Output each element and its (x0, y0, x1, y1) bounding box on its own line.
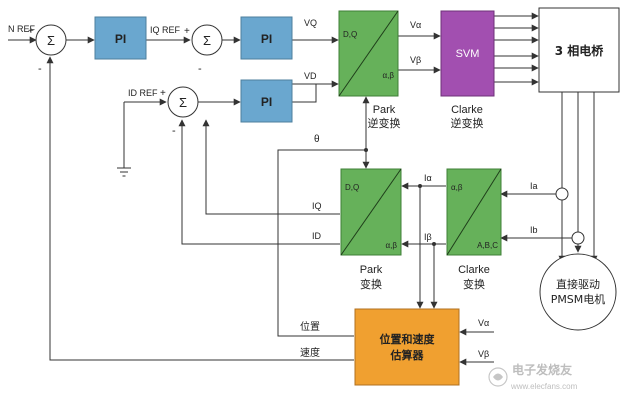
wire-speed-feedback (46, 56, 354, 361)
estimator-line-1: 位置和速度 (380, 332, 436, 346)
junction-ibeta (432, 242, 436, 246)
label-speed: 速度 (300, 346, 320, 359)
junction-theta (364, 148, 368, 152)
sum-junction-id: Σ (167, 86, 199, 118)
label-v-alpha: Vα (410, 20, 421, 30)
label-est-v-alpha: Vα (478, 318, 489, 328)
position-speed-estimator: 位置和速度 估算器 (354, 308, 460, 386)
watermark: 电子发烧友 www.elecfans.com (488, 362, 578, 391)
svg-text:PI: PI (261, 95, 272, 109)
label-n-ref: N REF (8, 24, 36, 34)
current-sensor-a (555, 187, 569, 201)
inv-park-caption-1: Park (373, 104, 396, 116)
sum-symbol: Σ (203, 33, 211, 48)
label-ia: Ia (530, 181, 538, 191)
sign-plus: + (28, 26, 34, 37)
park-caption-2: 变换 (360, 277, 382, 291)
svg-text:PI: PI (115, 32, 126, 46)
wires (8, 12, 598, 366)
wire-pi3-out (292, 84, 317, 103)
svm-caption-1: Clarke (451, 104, 483, 116)
label-i-beta: Iβ (424, 232, 432, 242)
label-id-ref: ID REF (128, 88, 158, 98)
label-vd: VD (304, 71, 317, 81)
park-block: D,Q α,β (340, 168, 402, 256)
sign-plus: + (184, 26, 190, 37)
inv-park-caption-2: 逆变换 (368, 116, 401, 130)
label-position: 位置 (300, 320, 320, 333)
clarke-abc-label: A,B,C (477, 241, 498, 250)
label-v-beta: Vβ (410, 55, 421, 65)
label-est-v-beta: Vβ (478, 349, 489, 359)
sum-symbol: Σ (179, 95, 187, 110)
wire-position-theta (277, 149, 366, 337)
label-id: ID (312, 231, 322, 241)
clarke-caption-1: Clarke (458, 264, 490, 276)
wire-iq-feedback (202, 119, 340, 215)
label-iq: IQ (312, 201, 322, 211)
clarke-ab-label: α,β (451, 183, 463, 192)
clarke-block: α,β A,B,C (446, 168, 502, 256)
label-vq: VQ (304, 18, 317, 28)
pi-block-id: PI (240, 79, 293, 123)
sum-junction-iq: Σ (191, 24, 223, 56)
park-ab-label: α,β (386, 241, 398, 250)
motor-line-2: PMSM电机 (551, 292, 606, 306)
park-caption-1: Park (360, 264, 383, 276)
inv-park-dq-label: D,Q (343, 30, 357, 39)
sign-minus: - (38, 63, 42, 75)
current-sensor-b (571, 231, 585, 245)
label-ib: Ib (530, 225, 538, 235)
bridge-label: 3 相电桥 (555, 43, 605, 58)
sum-junction-speed: Σ (35, 24, 67, 56)
watermark-brand: 电子发烧友 (512, 362, 572, 377)
watermark-logo-mark (493, 373, 503, 381)
sum-symbol: Σ (47, 33, 55, 48)
estimator-line-2: 估算器 (390, 348, 425, 362)
motor-line-1: 直接驱动 (556, 277, 600, 291)
pi-block-iq: PI (240, 16, 293, 60)
sign-plus: + (160, 88, 166, 99)
clarke-caption-2: 变换 (463, 277, 485, 291)
watermark-url: www.elecfans.com (510, 382, 578, 391)
label-iq-ref: IQ REF (150, 25, 181, 35)
inverse-park-block: D,Q α,β (338, 10, 399, 97)
sign-minus: - (198, 63, 202, 75)
park-dq-label: D,Q (345, 183, 359, 192)
wire-id-feedback (178, 119, 340, 245)
svm-label: SVM (456, 48, 480, 60)
svm-caption-2: 逆变换 (451, 116, 484, 130)
svg-text:PI: PI (261, 32, 272, 46)
sign-minus: - (172, 125, 176, 137)
pmsm-motor: 直接驱动 PMSM电机 (539, 253, 617, 331)
junction-ialpha (418, 184, 422, 188)
inv-park-ab-label: α,β (383, 71, 395, 80)
pi-block-speed: PI (94, 16, 147, 60)
three-phase-bridge: 3 相电桥 (538, 7, 620, 93)
label-i-alpha: Iα (424, 173, 432, 183)
svm-block: SVM (440, 10, 495, 97)
label-theta: θ (314, 134, 320, 145)
